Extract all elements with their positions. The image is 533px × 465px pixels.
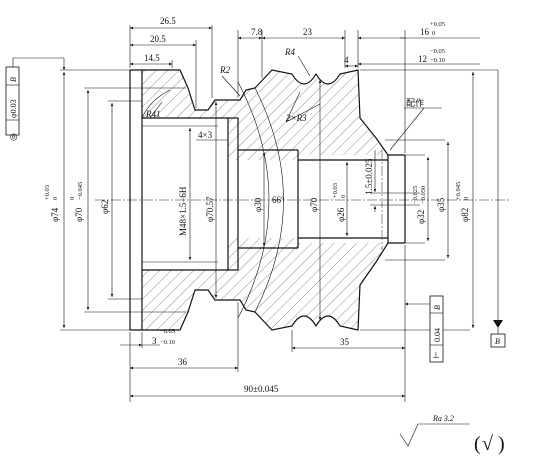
- dia-32-tol-low: −0.050: [420, 186, 427, 204]
- dim-3: 3: [152, 336, 157, 346]
- gdt-frames: [5, 57, 444, 363]
- dia-26-tol-up: +0.03: [332, 183, 339, 198]
- groove-4x3: 4×3: [198, 130, 213, 140]
- note-pei-zuo: 配作: [406, 97, 424, 108]
- dim-20-5: 20.5: [150, 34, 166, 44]
- dia-82: φ82: [460, 208, 470, 222]
- dim-12-tol-low: −0.10: [430, 57, 445, 64]
- dim-3-tol-low: −0.10: [160, 339, 175, 346]
- concentricity-value: φ0.03: [9, 99, 18, 118]
- dim-23: 23: [303, 27, 313, 37]
- surface-finish-symbol: [399, 423, 470, 447]
- dia-74: φ74: [50, 207, 60, 222]
- dim-26-5: 26.5: [160, 16, 176, 26]
- dia-32-tol-up: −0.025: [412, 186, 419, 204]
- dim-35: 35: [340, 337, 350, 347]
- radius-r41: R41: [145, 109, 161, 119]
- dim-16-tol-low: 0: [432, 30, 435, 37]
- dia-70-left: φ70: [74, 207, 84, 222]
- datum-label: B: [495, 337, 500, 346]
- perpendicular-datum: B: [433, 305, 442, 310]
- dim-12: 12: [418, 54, 427, 64]
- perpendicular-value: 0.04: [433, 328, 442, 342]
- dia-74-tol-up: +0.03: [44, 185, 51, 200]
- dim-16: 16: [420, 27, 430, 37]
- concentricity-icon: ◎: [8, 133, 18, 141]
- dia-82-tol-up: +0.045: [455, 182, 462, 200]
- dia-70-mid: φ70: [309, 197, 319, 212]
- bracket-close: ): [498, 433, 505, 455]
- dia-62: φ62: [100, 200, 110, 214]
- check-icon: √: [482, 433, 493, 455]
- surface-finish-label: Ra 3.2: [432, 414, 454, 423]
- perpendicular-icon: ⊥: [432, 350, 440, 360]
- dim-12-tol-up: −0.05: [430, 48, 445, 55]
- bracket-open: (: [474, 433, 481, 455]
- dim-90: 90±0.045: [244, 384, 279, 394]
- radius-r2: R2: [219, 65, 230, 75]
- dim-36: 36: [178, 357, 188, 367]
- thread-m48: M48×1.5−6H: [178, 186, 188, 236]
- angle-66: 66°: [272, 195, 285, 205]
- dim-7-8: 7.8: [251, 27, 263, 37]
- dia-70-57: φ70.57: [205, 196, 215, 222]
- dia-70-left-tol-up: 0: [69, 197, 76, 200]
- section-hatching: [142, 70, 388, 330]
- datum-b: [470, 69, 506, 348]
- radius-2xr3: 2×R3: [286, 113, 307, 123]
- dia-30: φ30: [253, 197, 263, 212]
- dimension-texts: 26.5 20.5 14.5 7.8 23 4 16 +0.05 0 12 −0…: [8, 16, 505, 455]
- dia-70-left-tol-low: −0.045: [77, 182, 84, 200]
- dim-3-tol-up: −0.05: [160, 328, 175, 335]
- dia-74-tol-low: 0: [52, 197, 59, 200]
- dim-16-tol-up: +0.05: [430, 21, 445, 28]
- concentricity-datum: B: [9, 77, 18, 82]
- dia-35: φ35: [436, 197, 446, 212]
- dia-82-tol-low: 0: [463, 197, 470, 200]
- radius-r4: R4: [284, 47, 295, 57]
- dia-26-tol-low: 0: [340, 195, 347, 198]
- center-lines: [95, 150, 510, 250]
- dim-14-5: 14.5: [144, 53, 160, 63]
- offset-1-5: 1.5±0.025: [364, 158, 374, 195]
- dia-26: φ26: [336, 207, 346, 222]
- dimension-lines: [60, 25, 480, 402]
- dim-4: 4: [344, 55, 349, 65]
- dia-32: φ32: [416, 210, 426, 224]
